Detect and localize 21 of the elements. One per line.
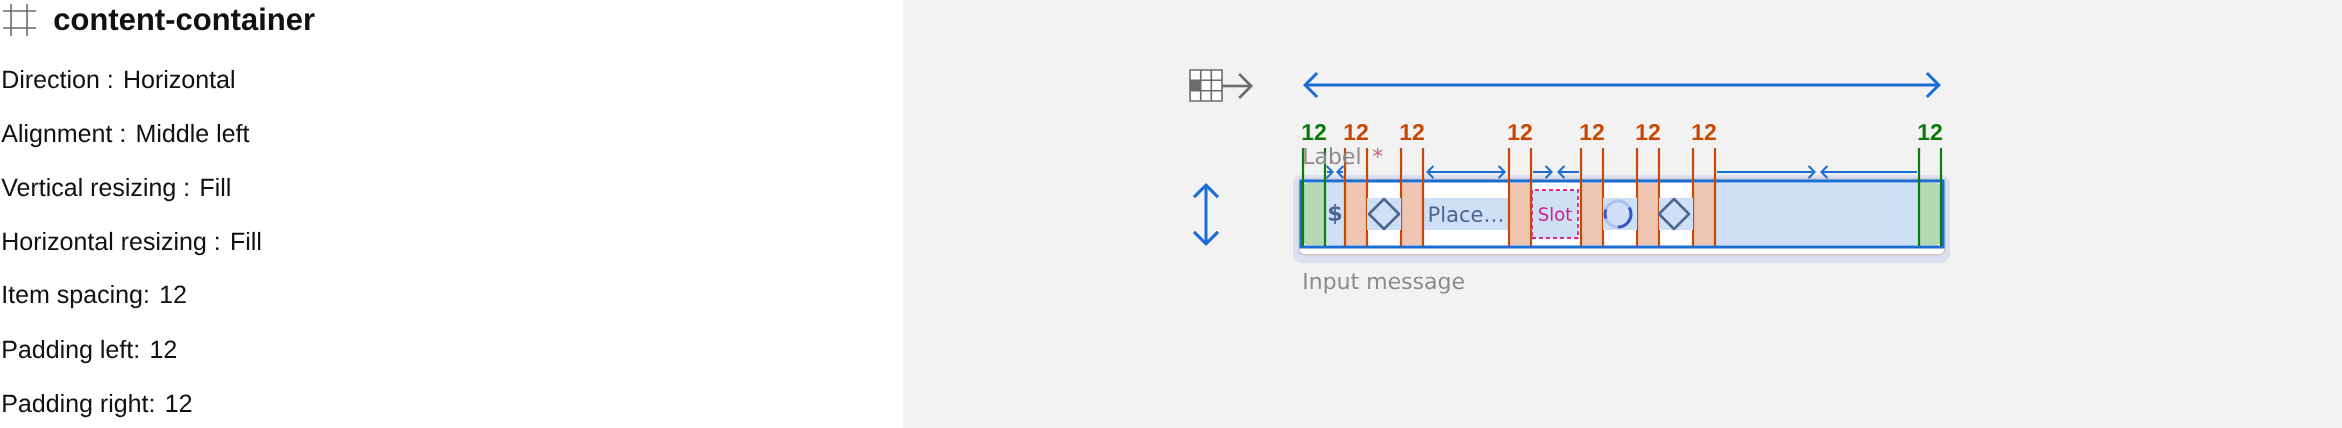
property-text: Alignment : Middle left — [1, 123, 250, 148]
spacing-value: 12 — [1400, 123, 1424, 140]
title: content-container — [54, 7, 315, 31]
property-text: Horizontal resizing : Fill — [3, 231, 261, 256]
slot-box: Slot — [1531, 189, 1579, 239]
suffix-box — [1715, 183, 1919, 245]
property-text: Padding left: 12 — [3, 339, 176, 364]
spacing-value: 12 — [1580, 123, 1604, 140]
spacing-value: 12 — [1508, 123, 1532, 140]
property-text: Direction : Horizontal — [3, 69, 234, 89]
property-text: Padding right: 12 — [3, 393, 192, 418]
spacing-value: 12 — [1302, 123, 1326, 140]
property-text: Item spacing: 12 — [3, 284, 186, 309]
spacing-value: 12 — [1918, 123, 1942, 140]
spacing-value: 12 — [1692, 123, 1716, 140]
spacing-value: 12 — [1636, 123, 1660, 140]
property-text: Vertical resizing : Fill — [1, 177, 230, 202]
spacing-value: 12 — [1344, 123, 1368, 140]
placeholder-box: Place… — [1423, 198, 1509, 230]
required-mark: * — [1372, 147, 1383, 158]
helper-text: Input message — [1304, 272, 1464, 294]
